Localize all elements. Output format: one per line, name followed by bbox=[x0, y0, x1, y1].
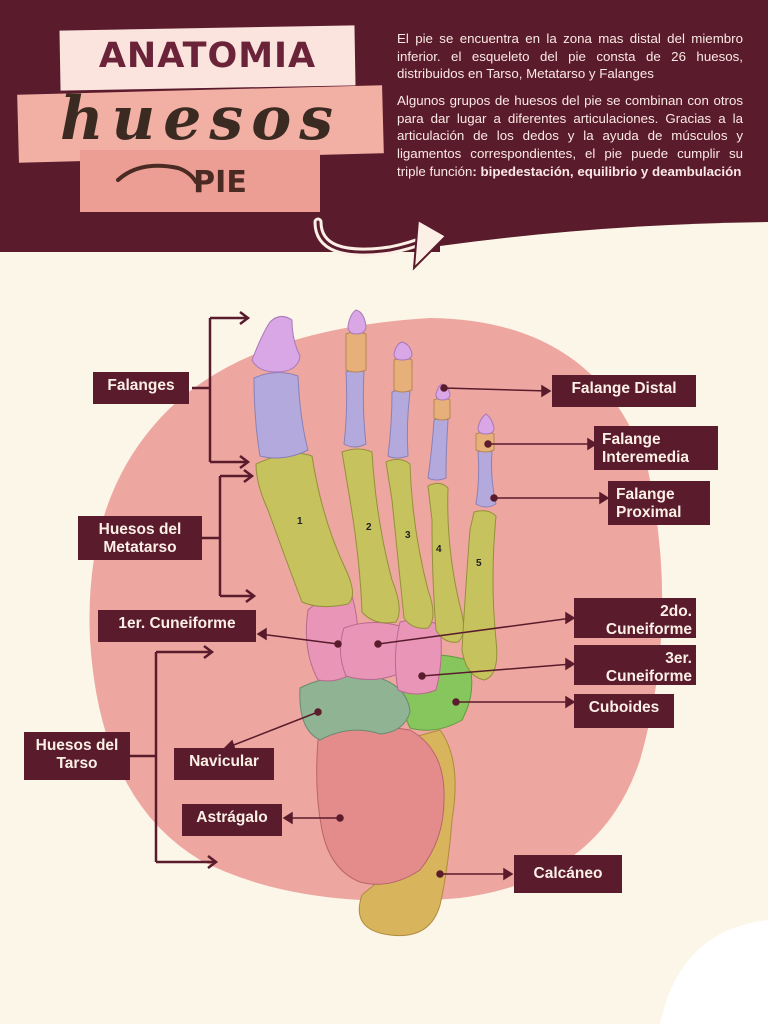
leader-lines bbox=[222, 384, 610, 881]
label-calcaneo: Calcáneo bbox=[514, 855, 622, 893]
intro-colon: : bbox=[472, 163, 481, 179]
label-navicular: Navicular bbox=[174, 748, 274, 780]
metatarsal-number-1: 1 bbox=[297, 516, 303, 527]
metatarsal-1 bbox=[255, 452, 353, 608]
intro-paragraph-1: El pie se encuentra en la zona mas dista… bbox=[397, 30, 743, 83]
metatarsal-number-5: 5 bbox=[476, 558, 482, 569]
metatarsal-3 bbox=[385, 458, 434, 629]
corner-shape bbox=[660, 920, 768, 1024]
intermediate-phalanx-2 bbox=[345, 331, 367, 373]
metatarsal-number-4: 4 bbox=[436, 544, 442, 555]
label-1er-cuneiforme: 1er. Cuneiforme bbox=[98, 610, 256, 642]
label-astragalo: Astrágalo bbox=[182, 804, 282, 836]
intro-paragraph-2: Algunos grupos de huesos del pie se comb… bbox=[397, 92, 743, 181]
label-falange-intermedia: Falange Interemedia bbox=[594, 426, 718, 470]
label-3er-cuneiforme: 3er. Cuneiforme bbox=[574, 645, 696, 685]
intro-text-1: El pie se encuentra en la zona mas dista… bbox=[397, 31, 743, 82]
distal-phalanx-3 bbox=[393, 341, 413, 361]
intermediate-phalanx-4 bbox=[433, 397, 451, 421]
title-pie: PIE bbox=[193, 165, 247, 200]
cuneiform-3-bone bbox=[394, 619, 442, 695]
proximal-phalanx-2 bbox=[343, 369, 367, 448]
title-huesos: huesos bbox=[60, 84, 341, 154]
title-swash bbox=[116, 163, 198, 184]
cuneiform-2-bone bbox=[340, 622, 404, 680]
distal-phalanx-1 bbox=[251, 316, 301, 373]
distal-phalanx-5 bbox=[477, 413, 495, 435]
metatarsal-5 bbox=[461, 510, 498, 681]
title-anatomia: ANATOMIA bbox=[98, 36, 317, 76]
intermediate-phalanx-3 bbox=[393, 357, 413, 393]
proximal-phalanx-1 bbox=[253, 372, 309, 459]
navicular-bone bbox=[299, 675, 411, 741]
label-2do-cuneiforme: 2do. Cuneiforme bbox=[574, 598, 696, 638]
metatarsal-2 bbox=[341, 448, 400, 624]
intro-text-2: Algunos grupos de huesos del pie se comb… bbox=[397, 93, 743, 179]
label-cuboides: Cuboides bbox=[574, 694, 674, 728]
title-box-pie bbox=[80, 150, 320, 212]
label-metatarso: Huesos del Metatarso bbox=[78, 516, 202, 560]
header-wave-cut bbox=[440, 222, 768, 252]
bracket-metatarso bbox=[202, 469, 257, 603]
label-tarso: Huesos del Tarso bbox=[24, 732, 130, 780]
intro-bold-functions: bipedestación, equilibrio y deambulación bbox=[480, 163, 742, 179]
label-falange-proximal: Falange Proximal bbox=[608, 481, 710, 525]
bracket-tarso bbox=[130, 645, 219, 869]
label-falange-distal: Falange Distal bbox=[552, 375, 696, 407]
talus-bone bbox=[316, 726, 445, 885]
header-arrow bbox=[313, 217, 448, 271]
metatarsal-number-3: 3 bbox=[405, 530, 411, 541]
metatarsal-number-2: 2 bbox=[366, 522, 372, 533]
bracket-falanges bbox=[192, 311, 251, 469]
distal-phalanx-2 bbox=[347, 309, 367, 335]
label-falanges: Falanges bbox=[93, 372, 189, 404]
